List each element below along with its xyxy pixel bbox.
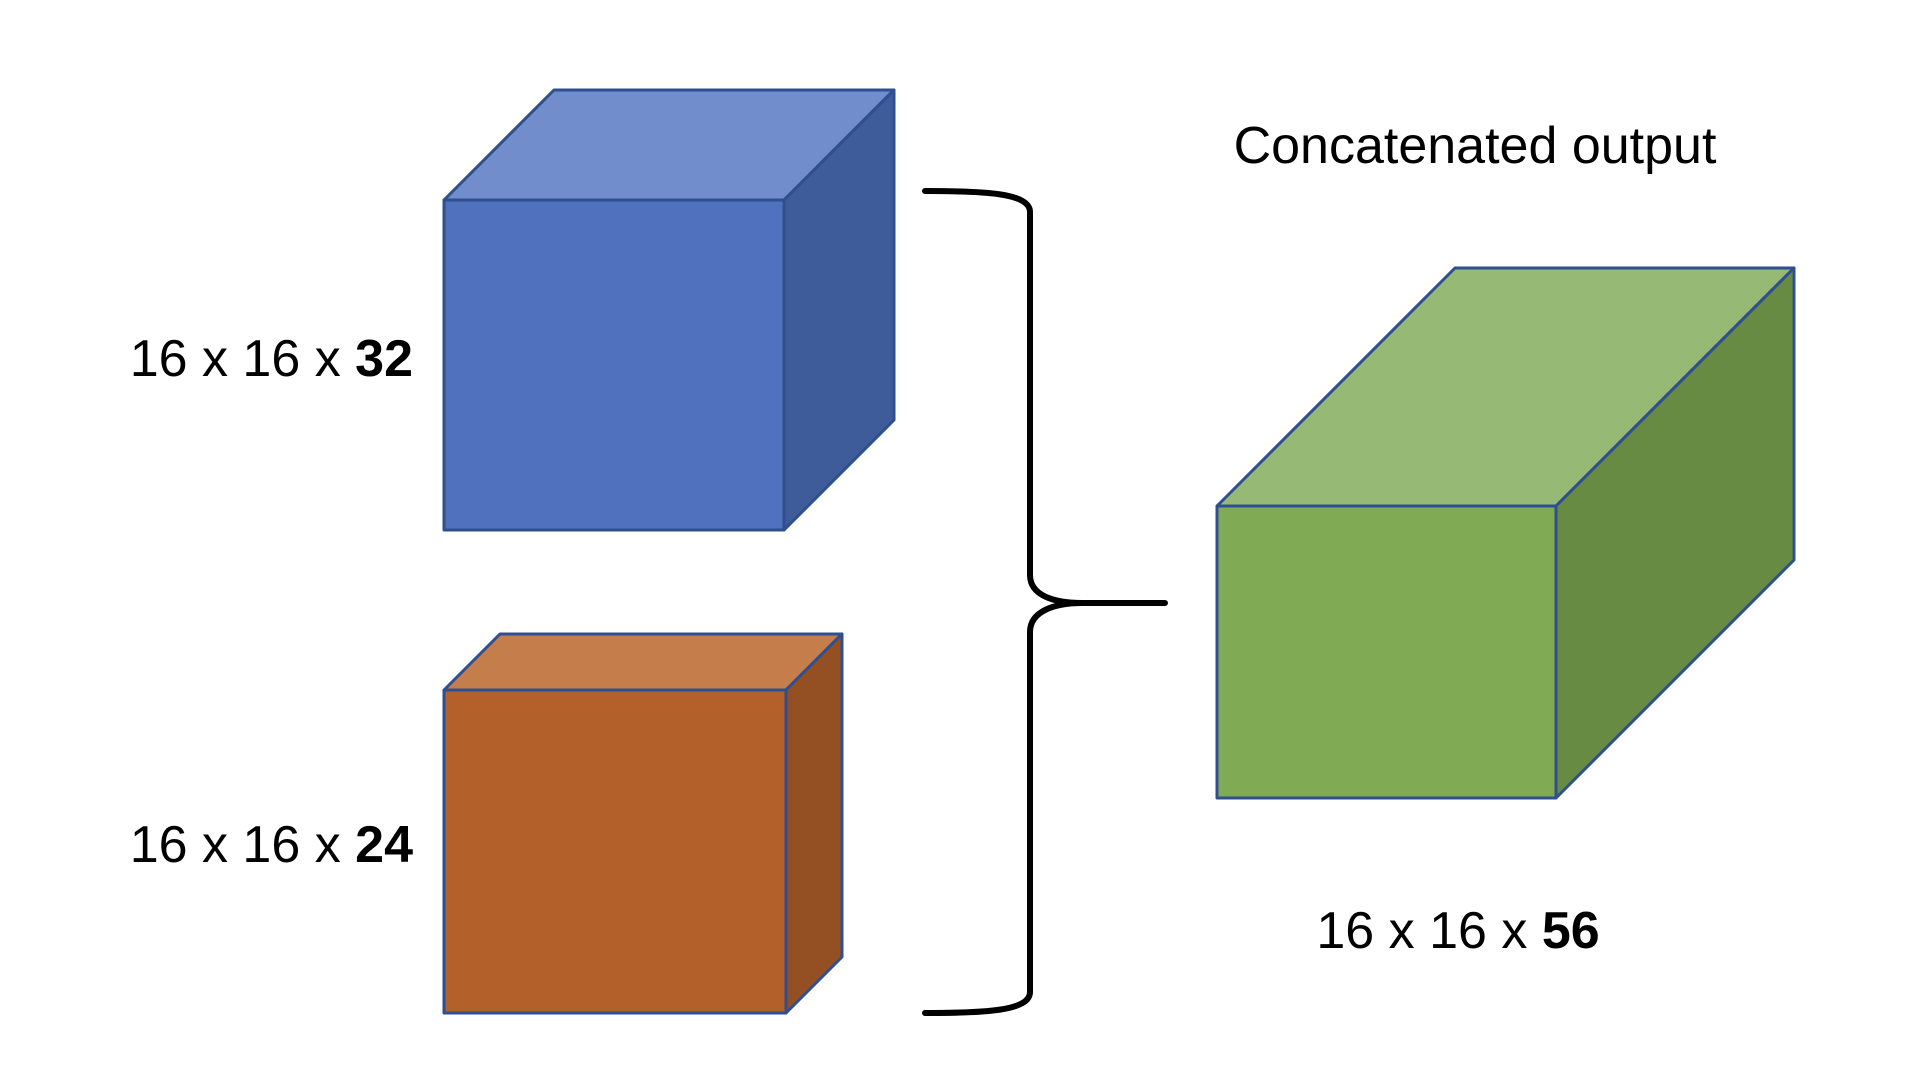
input-cube-2 bbox=[442, 632, 844, 1015]
input-1-dimension-label: 16 x 16 x 32 bbox=[130, 330, 413, 388]
input-cube-1 bbox=[442, 88, 896, 532]
input-cube-2-side-face bbox=[784, 632, 844, 1015]
input-cube-2-front-face bbox=[442, 688, 788, 1015]
output-title: Concatenated output bbox=[1234, 117, 1717, 175]
output-dimension-label: 16 x 16 x 56 bbox=[1316, 902, 1599, 960]
input-cube-2-top-face bbox=[442, 632, 844, 692]
input-cube-1-front-face bbox=[442, 198, 786, 532]
output-cube bbox=[1215, 266, 1796, 800]
concatenation-brace bbox=[922, 188, 1168, 1016]
input-2-dimension-label: 16 x 16 x 24 bbox=[130, 816, 413, 874]
output-cube-front-face bbox=[1215, 504, 1558, 800]
